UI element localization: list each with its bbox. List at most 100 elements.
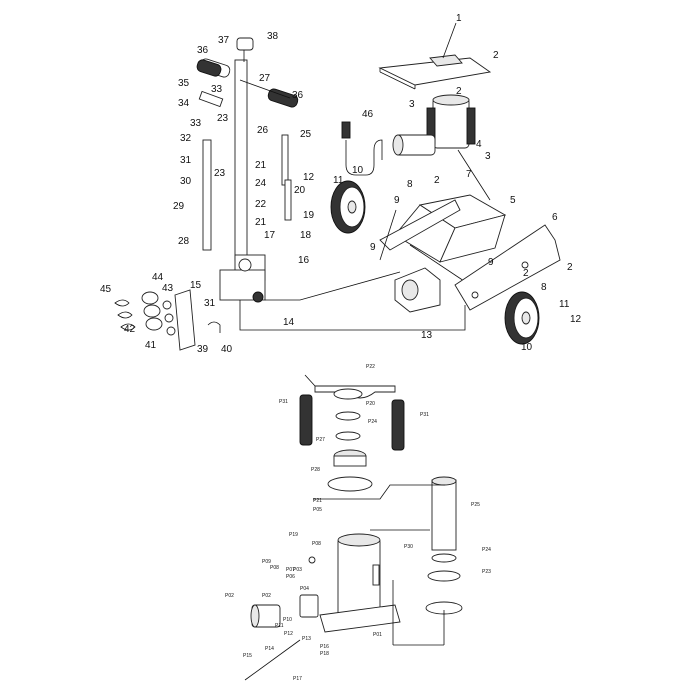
callout-24: 24 xyxy=(255,178,267,189)
callout-2c: 2 xyxy=(434,175,440,186)
callout-10b: 10 xyxy=(521,342,533,353)
callout-4: 4 xyxy=(476,139,482,150)
callout-26: 26 xyxy=(257,125,269,136)
callout-31b: 31 xyxy=(204,298,216,309)
callout-P12: P12 xyxy=(284,631,293,637)
callout-P24a: P24 xyxy=(368,419,377,425)
callout-2b: 2 xyxy=(456,86,462,97)
callout-38: 38 xyxy=(267,31,279,42)
pump-bracket xyxy=(394,267,441,313)
callout-40: 40 xyxy=(221,344,233,355)
callout-P19: P19 xyxy=(289,532,298,538)
callout-P11: P11 xyxy=(275,623,284,629)
callout-8b: 8 xyxy=(541,282,547,293)
bottle-jack-upper xyxy=(392,94,476,156)
callout-34: 34 xyxy=(178,98,190,109)
callout-44: 44 xyxy=(152,272,164,283)
callout-P22: P22 xyxy=(366,364,375,370)
callout-P07: P07 xyxy=(286,567,295,573)
callout-7: 7 xyxy=(466,169,472,180)
callout-37: 37 xyxy=(218,35,230,46)
callout-21a: 21 xyxy=(255,160,267,171)
lower-callouts: P22 P20 P31 P31 P24 P27 P28 P21 P05 P25 … xyxy=(225,364,491,682)
callout-39: 39 xyxy=(197,344,209,355)
assembly-lines xyxy=(239,149,491,331)
callout-16: 16 xyxy=(298,255,310,266)
callout-9c: 9 xyxy=(488,257,494,268)
callout-P27: P27 xyxy=(316,437,325,443)
callout-P10: P10 xyxy=(283,617,292,623)
callout-42: 42 xyxy=(124,324,136,335)
handle-assembly xyxy=(196,37,299,303)
callout-17: 17 xyxy=(264,230,276,241)
callout-19: 19 xyxy=(303,210,315,221)
callout-P23: P23 xyxy=(482,569,491,575)
callout-45: 45 xyxy=(100,284,112,295)
hose xyxy=(341,121,383,176)
callout-23a: 23 xyxy=(217,113,229,124)
callout-P09: P09 xyxy=(262,559,271,565)
callout-11a: 11 xyxy=(333,175,344,186)
callout-P02a: P02 xyxy=(262,593,271,599)
wheel-right xyxy=(504,291,540,345)
callout-P25: P25 xyxy=(471,502,480,508)
callout-28: 28 xyxy=(178,236,190,247)
callout-6: 6 xyxy=(552,212,558,223)
callout-10a: 10 xyxy=(352,165,364,176)
callout-20: 20 xyxy=(294,185,306,196)
callout-5: 5 xyxy=(510,195,516,206)
callout-21b: 21 xyxy=(255,217,267,228)
upper-callouts: 1 2 2 3 3 2 4 2 2 5 6 7 8 8 9 9 9 10 10 … xyxy=(100,13,582,355)
callout-P24b: P24 xyxy=(482,547,491,553)
callout-2e: 2 xyxy=(567,262,573,273)
callout-P17: P17 xyxy=(293,676,302,682)
callout-18: 18 xyxy=(300,230,312,241)
callout-P03: P03 xyxy=(293,567,302,573)
callout-27: 27 xyxy=(259,73,271,84)
callout-43: 43 xyxy=(162,283,174,294)
callout-41: 41 xyxy=(145,340,157,351)
callout-P18: P18 xyxy=(320,651,329,657)
callout-33a: 33 xyxy=(211,84,223,95)
callout-P08b: P08 xyxy=(270,565,279,571)
callout-29: 29 xyxy=(173,201,185,212)
callout-32: 32 xyxy=(180,133,192,144)
callout-P28: P28 xyxy=(311,467,320,473)
callout-P02b: P02 xyxy=(225,593,234,599)
callout-36a: 36 xyxy=(197,45,209,56)
callout-22: 22 xyxy=(255,199,267,210)
caster-bracket xyxy=(114,289,221,351)
bottle-jack-lower xyxy=(244,374,463,681)
callout-P30: P30 xyxy=(404,544,413,550)
callout-35: 35 xyxy=(178,78,190,89)
callout-14: 14 xyxy=(283,317,295,328)
callout-P14: P14 xyxy=(265,646,274,652)
callout-2d: 2 xyxy=(523,268,529,279)
callout-P31a: P31 xyxy=(279,399,288,405)
wheel-left xyxy=(330,180,366,234)
callout-9a: 9 xyxy=(394,195,400,206)
callout-46: 46 xyxy=(362,109,374,120)
callout-3b: 3 xyxy=(485,151,491,162)
callout-P08a: P08 xyxy=(312,541,321,547)
callout-P15: P15 xyxy=(243,653,252,659)
callout-23b: 23 xyxy=(214,168,226,179)
callout-P06a: P06 xyxy=(286,574,295,580)
callout-12b: 12 xyxy=(570,314,582,325)
top-plate xyxy=(378,54,492,90)
callout-30: 30 xyxy=(180,176,192,187)
callout-P01: P01 xyxy=(373,632,382,638)
callout-P13: P13 xyxy=(302,636,311,642)
side-plate xyxy=(379,199,561,311)
callout-P31b: P31 xyxy=(420,412,429,418)
callout-P21: P21 xyxy=(313,498,322,504)
callout-8a: 8 xyxy=(407,179,413,190)
callout-15: 15 xyxy=(190,280,202,291)
callout-P04: P04 xyxy=(300,586,309,592)
callout-P20: P20 xyxy=(366,401,375,407)
callout-3a: 3 xyxy=(409,99,415,110)
callout-P05: P05 xyxy=(313,507,322,513)
callout-2a: 2 xyxy=(493,50,499,61)
